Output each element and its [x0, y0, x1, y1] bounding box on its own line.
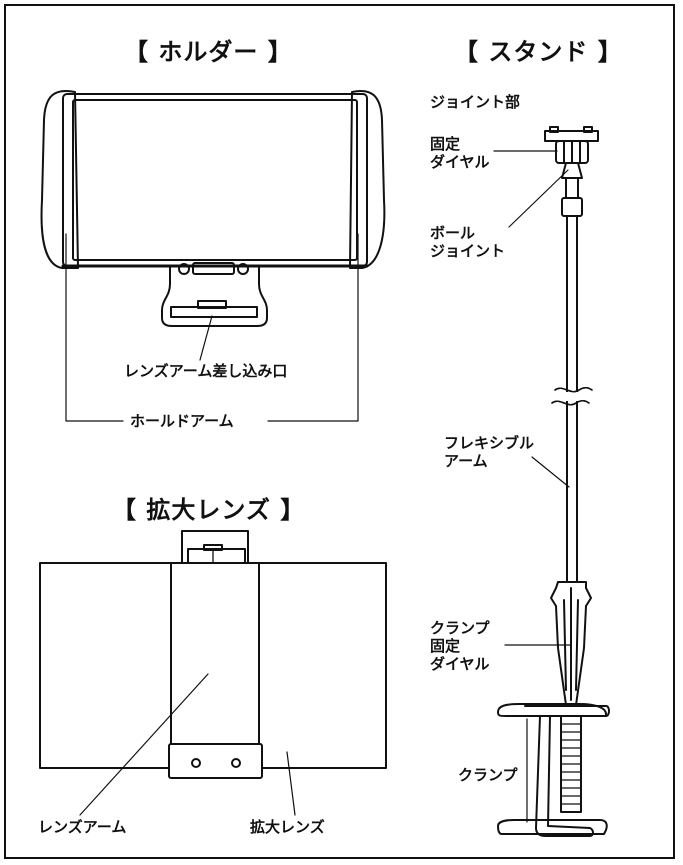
ball-joint-label-line-1: ボール — [430, 224, 476, 242]
holder-heading: 【 ホルダー 】 — [124, 38, 293, 66]
lens-arm-screw-right — [231, 758, 241, 768]
lens-arm-screw-left — [191, 758, 201, 768]
holder-frame — [62, 93, 368, 267]
hold-arm-bracket — [65, 233, 359, 422]
flexible-arm-label-line-1: フレキシブル — [444, 434, 535, 452]
ball-joint-label-line-2: ジョイント — [430, 242, 506, 260]
flexible-arm-label: フレキシブル アーム — [444, 434, 534, 470]
joint-part-label: ジョイント部 — [430, 93, 521, 111]
magnifier-heading: 【 拡大レンズ 】 — [112, 496, 306, 524]
clamp-fixed-dial-label-line-2: 固定 — [430, 637, 461, 655]
fixed-dial-label-line-2: ダイヤル — [430, 153, 490, 171]
joint-plate — [544, 130, 599, 142]
holder-left-grip — [40, 90, 79, 269]
holder-screen — [72, 99, 358, 261]
hold-arm-label: ホールドアーム — [127, 412, 237, 430]
clamp-fixed-dial-label: クランプ 固定 ダイヤル — [430, 619, 490, 673]
lens-arm-top-tab — [181, 530, 249, 564]
holder-screw-right — [237, 263, 249, 275]
clamp-frame — [524, 705, 610, 837]
flexible-arm-label-line-2: アーム — [444, 452, 488, 470]
lens-arm-label: レンズアーム — [38, 818, 127, 836]
fixed-dial-label: 固定 ダイヤル — [430, 135, 490, 171]
holder-illustration — [40, 90, 386, 422]
lens-arm-slot-label: レンズアーム差し込み口 — [124, 362, 288, 380]
ball-joint — [561, 162, 583, 179]
ball-joint-label: ボール ジョイント — [430, 224, 505, 260]
magnifier-illustration — [39, 530, 387, 816]
holder-bottom-tab — [161, 265, 268, 327]
clamp-fixed-dial-label-line-3: ダイヤル — [430, 655, 490, 673]
holder-screw-left — [178, 263, 190, 275]
stand-heading: 【 スタンド 】 — [454, 38, 623, 66]
lens-arm — [170, 562, 260, 756]
holder-right-grip — [349, 90, 386, 269]
clamp-fixed-dial-label-line-1: クランプ — [430, 619, 490, 637]
diagram-frame — [4, 4, 675, 859]
magnifier-lens-label: 拡大レンズ — [250, 818, 325, 836]
fixed-dial-label-line-1: 固定 — [430, 135, 461, 153]
clamp-label: クランプ — [458, 766, 518, 784]
stand-illustration — [493, 126, 610, 837]
lens-arm-base — [168, 743, 263, 779]
